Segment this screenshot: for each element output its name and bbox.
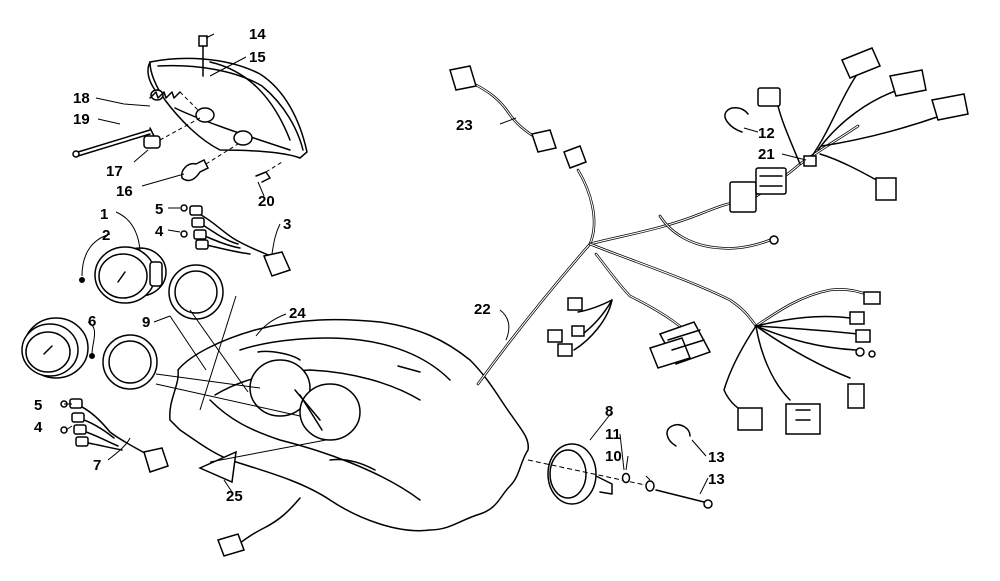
gauge-tachometer [21,317,95,379]
headlight-housing [147,57,308,159]
callout-22: 19 [73,111,90,128]
gauge-speedometer [79,246,167,304]
washer [621,472,631,484]
gauge-harness-lower [60,398,169,473]
gauge-sender-assembly [527,443,651,505]
callout-13b: 13 [708,449,725,466]
callout-3: 3 [283,216,291,233]
gauge-bezel-ring-lower [102,334,158,390]
hood-light-connector [217,497,301,557]
lock-ring-upper [724,107,749,133]
callout-5a: 5 [155,201,163,218]
callout-4b: 4 [34,419,43,436]
adjuster-spring [149,91,201,113]
harness-branch-top [729,47,969,213]
callout-25: 25 [226,488,243,505]
callout-7: 7 [93,457,101,474]
callout-4a: 4 [155,223,164,240]
callout-12: 13 [708,471,725,488]
callout-1: 1 [100,206,108,223]
hood-console [169,318,529,532]
callout-8: 9 [142,314,150,331]
callout-labels: 14 15 18 19 17 16 20 1 2 5 4 3 24 9 6 5 … [34,26,775,505]
harness-branch-right [723,288,881,435]
gauge-harness-upper [180,204,292,277]
callout-5b: 5 [34,397,42,414]
decal-triangle [198,450,237,484]
callout-14: 21 [758,146,775,163]
callout-10: 10 [605,448,622,465]
leader-lines [64,33,807,495]
callout-13a: 12 [758,125,775,142]
callout-15: 22 [474,301,491,318]
extension-harness [449,65,587,169]
lock-ring-lower [666,424,691,447]
nut [645,480,655,492]
sender-cable [655,489,713,509]
callout-19: 16 [116,183,133,200]
bulb-boot [180,143,239,182]
callout-20: 17 [106,163,123,180]
callout-6: 6 [88,313,96,330]
retainer-clip [198,35,208,77]
gauge-bezel-ring-upper [168,264,224,320]
callout-21: 18 [73,90,90,107]
callout-2: 2 [102,227,110,244]
callout-18: 15 [249,49,266,66]
wire-clip [255,161,283,183]
callout-24: 24 [289,305,306,322]
callout-23: 20 [258,193,275,210]
harness-center-connector [649,321,712,369]
callout-11: 11 [605,426,621,443]
callout-17: 14 [249,26,266,43]
callout-16: 23 [456,117,473,134]
callout-9: 8 [605,403,613,420]
bulb-socket [143,117,201,149]
